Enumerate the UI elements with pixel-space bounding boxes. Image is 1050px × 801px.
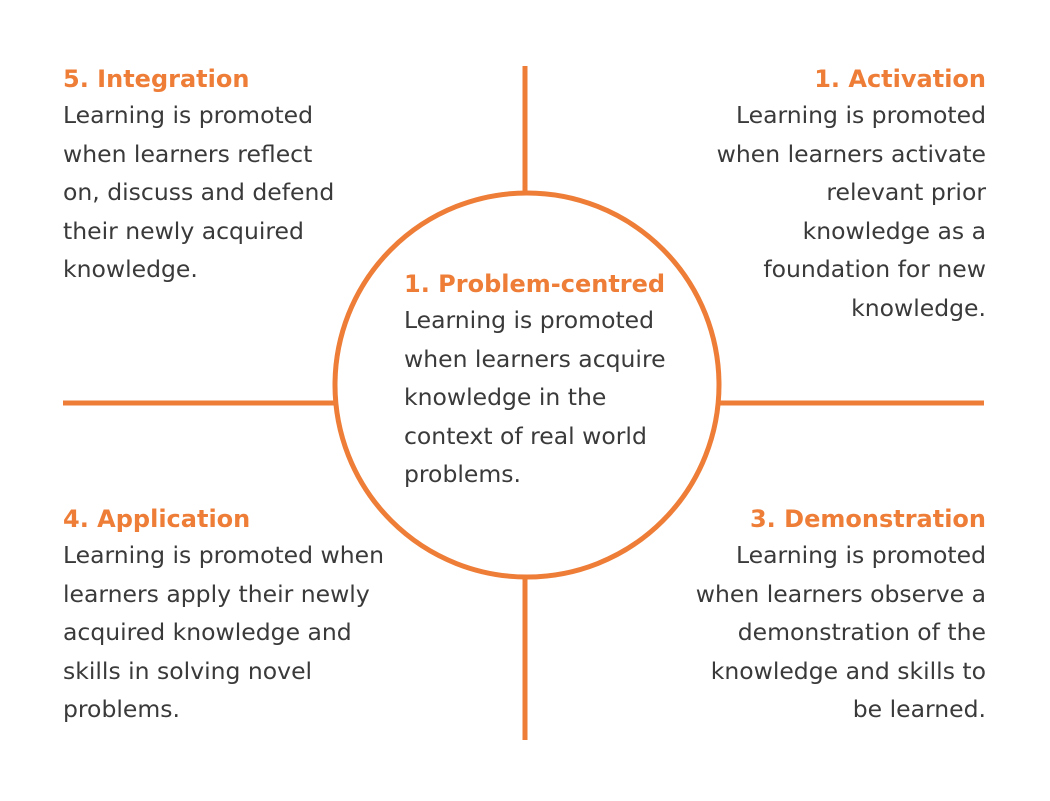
application-title: 4. Application: [63, 505, 251, 533]
text-line: learners apply their newly: [63, 579, 370, 608]
text-line: demonstration of the: [737, 618, 986, 647]
integration-title: 5. Integration: [63, 65, 250, 93]
text-line: knowledge.: [63, 255, 198, 284]
text-line: Learning is promoted: [735, 541, 986, 569]
text-line: when learners reflect: [63, 139, 313, 168]
text-line: be learned.: [852, 695, 986, 724]
text-line: problems.: [404, 460, 521, 489]
center-principle-title: 1. Problem-centred: [404, 270, 666, 298]
text-line: when learners activate: [716, 139, 986, 168]
activation-principle: 1. Activation Learning is promoted when …: [717, 64, 986, 328]
text-line: knowledge as a: [802, 216, 986, 245]
center-principle-text: Learning is promoted when learners acqui…: [404, 301, 666, 494]
text-line: when learners observe a: [695, 579, 986, 608]
text-line: skills in solving novel: [63, 656, 313, 685]
center-circle: [332, 190, 722, 580]
text-line: knowledge.: [851, 293, 986, 322]
application-principle: 4. Application Learning is promoted when…: [63, 504, 384, 729]
center-principle: 1. Problem-centred Learning is promoted …: [404, 269, 666, 494]
text-line: Learning is promoted: [404, 306, 655, 334]
text-line: relevant prior: [826, 178, 986, 207]
text-line: foundation for new: [763, 255, 986, 284]
text-line: when learners acquire: [404, 344, 666, 373]
application-text: Learning is promoted when learners apply…: [63, 536, 384, 729]
text-line: Learning is promoted when: [63, 541, 384, 569]
text-line: on, discuss and defend: [63, 178, 335, 207]
text-line: acquired knowledge and: [63, 618, 352, 647]
demonstration-text: Learning is promoted when learners obser…: [696, 536, 986, 729]
integration-principle: 5. Integration Learning is promoted when…: [63, 64, 334, 289]
text-line: Learning is promoted: [735, 101, 986, 129]
activation-text: Learning is promoted when learners activ…: [717, 96, 986, 328]
activation-title: 1. Activation: [814, 65, 986, 93]
text-line: Learning is promoted: [63, 101, 314, 129]
text-line: their newly acquired: [63, 216, 304, 245]
integration-text: Learning is promoted when learners refle…: [63, 96, 334, 289]
text-line: problems.: [63, 695, 180, 724]
text-line: knowledge and skills to: [710, 656, 986, 685]
text-line: context of real world: [404, 421, 647, 450]
text-line: knowledge in the: [404, 383, 607, 412]
demonstration-principle: 3. Demonstration Learning is promoted wh…: [696, 504, 986, 729]
demonstration-title: 3. Demonstration: [749, 505, 986, 533]
